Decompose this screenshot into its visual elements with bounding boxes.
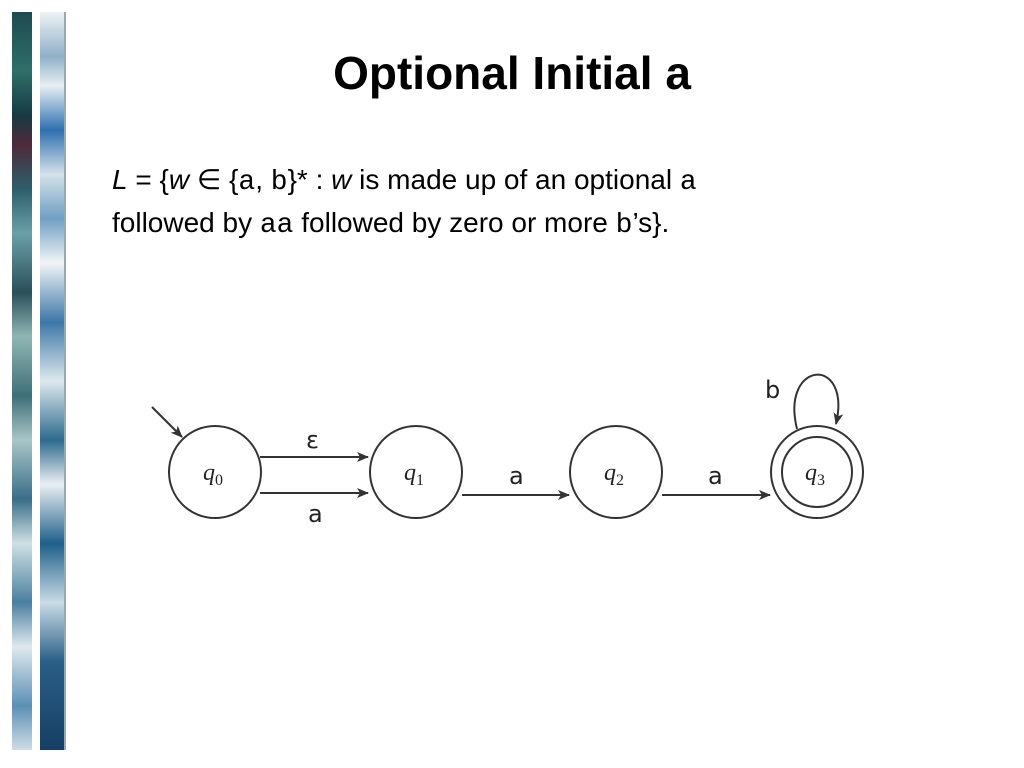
stripe-divider — [64, 12, 66, 750]
state-q3-accepting: q3 — [770, 425, 864, 519]
decorative-stripe-left — [12, 12, 32, 750]
transition-label-b-loop: b — [765, 376, 780, 404]
transition-label-epsilon: ε — [306, 426, 319, 454]
lang-symbol: L — [112, 164, 128, 195]
state-q2: q2 — [569, 425, 663, 519]
slide-title: Optional Initial a — [333, 47, 691, 99]
state-q2-base: q — [604, 460, 616, 486]
state-q0-sub: 0 — [215, 472, 223, 489]
state-q1: q1 — [369, 425, 463, 519]
language-definition: L = {w ∈ {a, b}* : w is made up of an op… — [112, 160, 912, 246]
transition-label-a-q2q3: a — [708, 462, 723, 490]
eq-open: = { — [127, 164, 169, 195]
state-q1-sub: 1 — [416, 472, 424, 489]
transition-q3-self-loop — [793, 373, 844, 430]
symbol-a-2: a — [679, 167, 697, 198]
definition-text-3: followed by zero or more — [293, 207, 616, 238]
svg-text:q1: q1 — [404, 460, 424, 489]
state-q2-sub: 2 — [616, 472, 624, 489]
definition-text-2: followed by — [112, 207, 260, 238]
symbol-a: a — [238, 167, 256, 198]
state-q3-base: q — [805, 460, 817, 486]
element-of: ∈ { — [189, 164, 239, 195]
definition-end: ’s}. — [632, 207, 670, 238]
kleene-star: }* : — [287, 164, 332, 195]
state-q1-base: q — [404, 460, 416, 486]
transition-label-a-q1q2: a — [509, 462, 524, 490]
svg-text:q0: q0 — [203, 460, 223, 489]
symbol-b-2: b — [615, 210, 633, 241]
state-q0: q0 — [168, 425, 262, 519]
var-w-2: w — [331, 164, 352, 195]
var-w: w — [168, 164, 190, 195]
decorative-stripe-right — [40, 12, 64, 750]
definition-text: is made up of an optional — [351, 164, 680, 195]
symbol-b: b — [270, 167, 288, 198]
comma: , — [255, 164, 271, 195]
symbol-aa: aa — [259, 210, 294, 241]
definition-line-1: L = {w ∈ {a, b}* : w is made up of an op… — [112, 160, 912, 203]
start-arrow — [151, 406, 183, 438]
svg-text:q3: q3 — [805, 460, 825, 489]
svg-text:q2: q2 — [604, 460, 624, 489]
definition-line-2: followed by aa followed by zero or more … — [112, 203, 912, 246]
state-q0-base: q — [203, 460, 215, 486]
transition-label-a-q0q1: a — [308, 500, 323, 528]
state-q3-sub: 3 — [817, 472, 825, 489]
